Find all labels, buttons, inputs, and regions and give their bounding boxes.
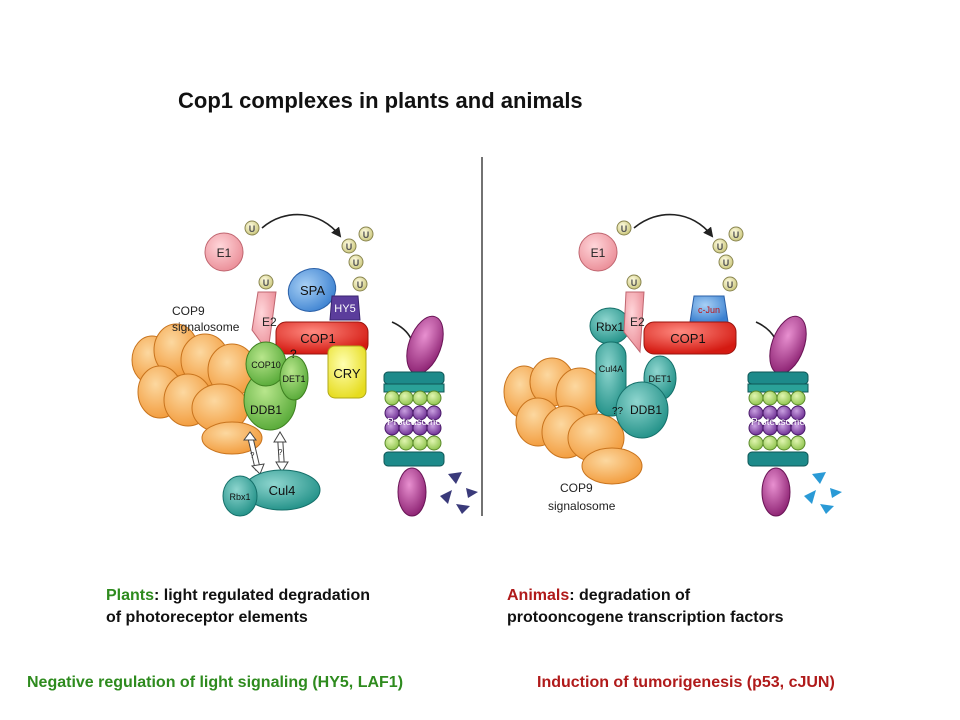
plants-e1-label: E1 bbox=[217, 246, 232, 260]
plants-e1 bbox=[204, 232, 244, 272]
plants-cop9-label-1: COP9 bbox=[172, 304, 205, 318]
plants-e2-label: E2 bbox=[262, 315, 277, 329]
animals-cop9-label-2: signalosome bbox=[548, 499, 616, 513]
plants-ub-e1-label: U bbox=[249, 224, 256, 234]
plants-caption-line2: of photoreceptor elements bbox=[106, 609, 308, 626]
plants-caption-line1: : light regulated degradation bbox=[154, 587, 371, 604]
animals-ddb1-label: DDB1 bbox=[630, 403, 662, 417]
animals-ubiquitin-chain: U U U U bbox=[712, 226, 744, 292]
footer-right: Induction of tumorigenesis (p53, cJUN) bbox=[537, 674, 835, 691]
animals-ub-e2-label: U bbox=[631, 278, 638, 288]
plants-det1 bbox=[279, 355, 309, 401]
slide-title: Cop1 complexes in plants and animals bbox=[178, 88, 583, 113]
plants-hy5-label: HY5 bbox=[334, 303, 355, 315]
animals-cop9-label-1: COP9 bbox=[560, 481, 593, 495]
animals-ubiquitin-e1 bbox=[616, 220, 632, 236]
plants-chain-ub-4: U bbox=[357, 280, 364, 290]
animals-caption-keyword: Animals bbox=[507, 587, 570, 604]
plants-cry-label: CRY bbox=[333, 366, 361, 381]
animals-e2 bbox=[623, 291, 645, 354]
plants-proteasome-cap-top bbox=[406, 315, 444, 375]
animals-proteasome: Proteasome bbox=[747, 371, 809, 467]
animals-cul4a-label: Cul4A bbox=[599, 364, 624, 374]
animals-cop9-signalosome: COP9 signalosome bbox=[503, 357, 643, 513]
plants-cop10-label: COP10 bbox=[251, 360, 281, 370]
plants-chain-ub-3: U bbox=[353, 258, 360, 268]
plants-ubiquitin-e2 bbox=[258, 274, 274, 290]
footer-left: Negative regulation of light signaling (… bbox=[27, 674, 404, 691]
plants-question-small-2: ? bbox=[278, 448, 283, 457]
animals-cop1 bbox=[643, 321, 737, 355]
plants-rbx1-label: Rbx1 bbox=[229, 492, 250, 502]
plants-proteasome-cap-bottom bbox=[397, 467, 427, 517]
plants-proteasome-label: Proteasome bbox=[387, 417, 441, 428]
animals-e1-label: E1 bbox=[591, 246, 606, 260]
animals-cop1-label: COP1 bbox=[670, 331, 705, 346]
plants-cul4-label: Cul4 bbox=[269, 483, 296, 498]
plants-transfer-arrow bbox=[261, 213, 342, 238]
animals-caption: Animals: degradation of protooncogene tr… bbox=[507, 585, 783, 629]
plants-ddb1-label: DDB1 bbox=[250, 403, 282, 417]
animals-ddb1 bbox=[615, 381, 669, 439]
plants-question-small-1: ? bbox=[250, 451, 255, 460]
animals-ub-e1-label: U bbox=[621, 224, 628, 234]
plants-det1-label: DET1 bbox=[282, 374, 305, 384]
animals-caption-line2: protooncogene transcription factors bbox=[507, 609, 784, 626]
animals-ddb1-prefix: ?? bbox=[612, 406, 624, 417]
plants-chain-ub-1: U bbox=[346, 242, 353, 252]
plants-hy5 bbox=[329, 295, 361, 321]
animals-e1 bbox=[578, 232, 618, 272]
animals-chain-ub-4: U bbox=[727, 280, 734, 290]
animals-ubiquitin-e2 bbox=[626, 274, 642, 290]
animals-cjun-label: c-Jun bbox=[698, 305, 720, 315]
animals-caption-line1: : degradation of bbox=[569, 587, 691, 604]
animals-diagram: COP9 signalosome E1 U U U U U U bbox=[503, 213, 842, 517]
plants-double-arrows: ? ? bbox=[243, 431, 289, 475]
plants-cry bbox=[327, 345, 367, 399]
plants-caption-keyword: Plants bbox=[106, 587, 155, 604]
animals-peptide-fragments bbox=[804, 472, 842, 514]
plants-cop9-signalosome: COP9 signalosome bbox=[131, 304, 263, 455]
plants-cop1-label: COP1 bbox=[300, 331, 335, 346]
plants-chain-ub-2: U bbox=[363, 230, 370, 240]
animals-det1-label: DET1 bbox=[648, 374, 671, 384]
plants-spa bbox=[287, 268, 337, 312]
plants-proteasome: Proteasome bbox=[383, 371, 445, 467]
plants-diagram: COP9 signalosome E1 U U U bbox=[131, 213, 478, 517]
animals-chain-ub-3: U bbox=[723, 258, 730, 268]
plants-peptide-fragments bbox=[440, 472, 478, 514]
animals-e2-label: E2 bbox=[630, 315, 645, 329]
animals-chain-ub-2: U bbox=[733, 230, 740, 240]
plants-cop9-label-2: signalosome bbox=[172, 320, 240, 334]
animals-chain-ub-1: U bbox=[717, 242, 724, 252]
animals-proteasome-cap-top bbox=[769, 315, 807, 375]
animals-rbx1-label: Rbx1 bbox=[596, 320, 624, 334]
animals-proteasome-label: Proteasome bbox=[751, 417, 805, 428]
plants-ubiquitin-chain: U U U U bbox=[341, 226, 374, 292]
plants-question-label: ? bbox=[290, 347, 297, 361]
plants-rbx1 bbox=[222, 475, 258, 517]
plants-ubiquitin-e1: U bbox=[244, 220, 260, 236]
plants-ub-e2-label: U bbox=[263, 278, 270, 288]
animals-proteasome-cap-bottom bbox=[761, 467, 791, 517]
plants-spa-label: SPA bbox=[300, 283, 325, 298]
plants-caption: Plants: light regulated degradation of p… bbox=[106, 585, 370, 629]
animals-transfer-arrow bbox=[633, 213, 714, 238]
